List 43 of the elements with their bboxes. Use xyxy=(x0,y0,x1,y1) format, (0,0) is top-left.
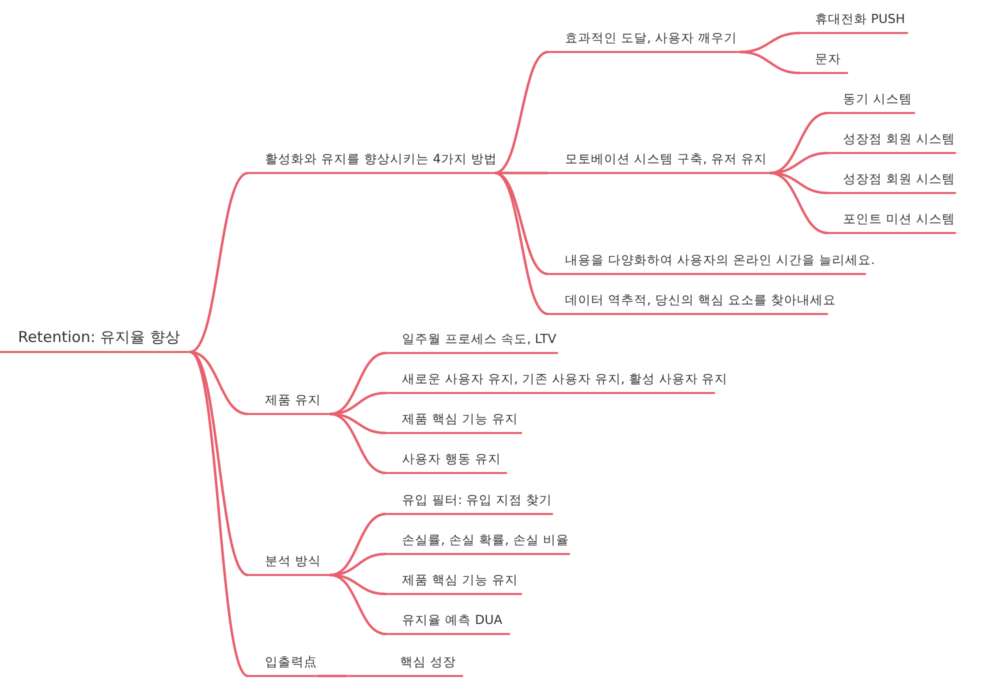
topic-text: 유지율 예측 DUA xyxy=(402,612,502,630)
branch-line xyxy=(189,172,249,354)
branch-line xyxy=(495,172,548,174)
topic-text: 일주월 프로세스 속도, LTV xyxy=(402,331,556,348)
topic-text: 동기 시스템 xyxy=(843,91,912,108)
branch-line xyxy=(330,552,386,576)
topic-text: 사용자 행동 유지 xyxy=(402,451,501,468)
topic-text: 제품 핵심 기능 유지 xyxy=(402,572,518,590)
topic-text: 새로운 사용자 유지, 기존 사용자 유지, 활성 사용자 유지 xyxy=(402,371,728,388)
branch-line xyxy=(190,350,248,416)
branch-line xyxy=(494,172,548,276)
topic-text: 핵심 성장 xyxy=(400,654,456,672)
branch-line xyxy=(770,152,828,174)
branch-line xyxy=(494,50,548,174)
topic-text: 분석 방식 xyxy=(265,553,321,570)
topic-text: 문자 xyxy=(815,51,841,68)
branch-line xyxy=(189,351,249,677)
branch-line xyxy=(770,172,828,234)
topic-text: Retention: 유지율 향상 xyxy=(18,328,180,348)
topic-text: 휴대전화 PUSH xyxy=(815,11,905,28)
topic-text: 제품 핵심 기능 유지 xyxy=(402,411,518,428)
branch-line xyxy=(189,350,249,576)
branch-line xyxy=(330,574,386,636)
topic-branch xyxy=(548,150,770,174)
topic-text: 포인트 미션 시스템 xyxy=(843,211,955,228)
topic-text: 내용을 다양화하여 사용자의 온라인 시간을 늘리세요. xyxy=(565,252,875,270)
branch-line xyxy=(318,674,346,678)
branch-line xyxy=(330,392,386,416)
topic-text: 유입 필터: 유입 지점 찾기 xyxy=(402,492,552,510)
topic-text: 제품 유지 xyxy=(265,392,321,410)
branch-line xyxy=(740,32,800,54)
branch-line xyxy=(740,50,800,74)
branch-line xyxy=(494,172,549,316)
topic-text: 데이터 역추적, 당신의 핵심 요소를 찾아내세요 xyxy=(565,292,836,310)
topic-text: 입출력点 xyxy=(265,654,317,672)
topic-text: 활성화와 유지를 향상시키는 4가지 방법 xyxy=(265,151,497,168)
topic-branch xyxy=(248,653,318,678)
branch-line xyxy=(330,412,386,474)
topic-text: 손실률, 손실 확률, 손실 비율 xyxy=(402,532,569,550)
topic-text: 효과적인 도달, 사용자 깨우기 xyxy=(565,30,737,48)
topic-text: 성장점 회원 시스템 xyxy=(843,171,955,188)
topic-text: 성장점 회원 시스템 xyxy=(843,131,955,148)
topic-text: 모토베이션 시스템 구축, 유저 유지 xyxy=(565,151,767,168)
